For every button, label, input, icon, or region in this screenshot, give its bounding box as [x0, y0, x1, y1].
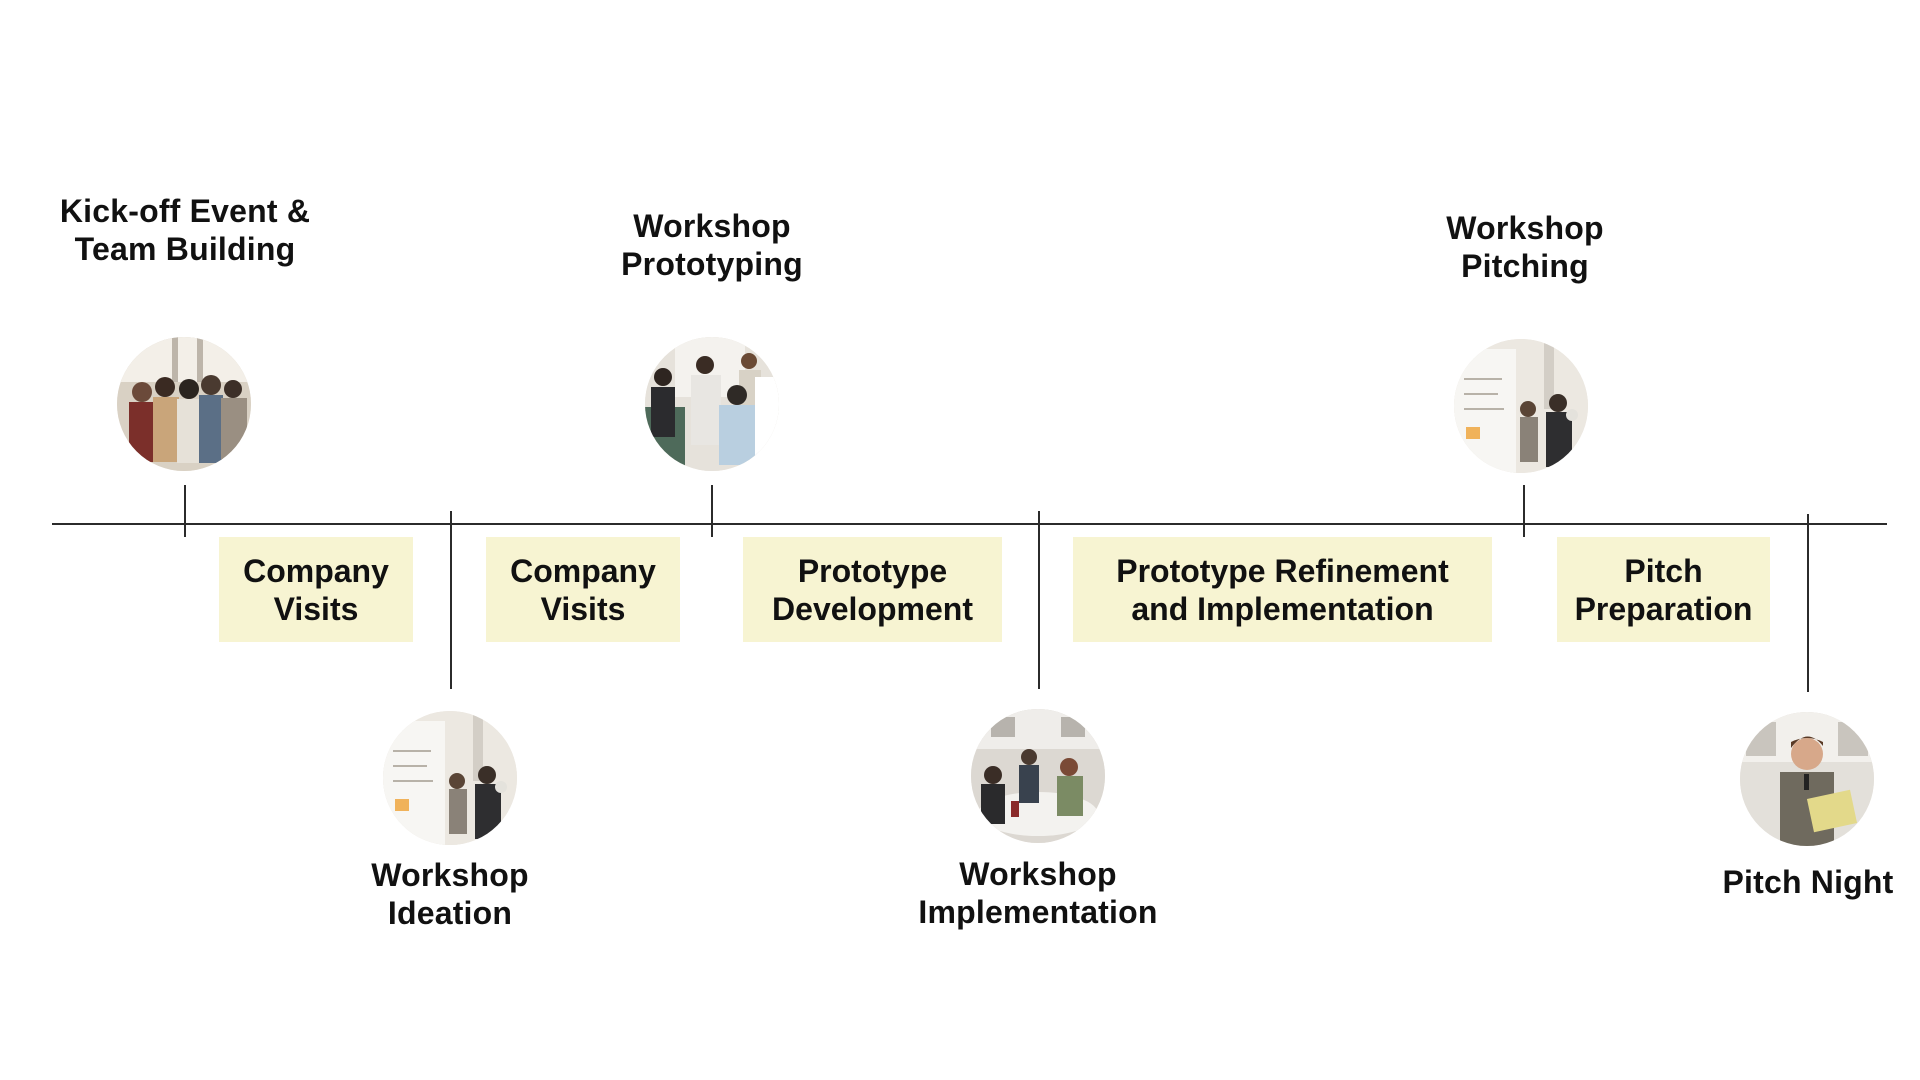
milestone-label-prototyping: Workshop Prototyping — [621, 208, 803, 282]
tick-pitch-night — [1807, 514, 1809, 692]
table-photo-icon — [971, 709, 1105, 843]
speaker-photo-icon — [1740, 712, 1874, 846]
milestone-label-ideation: Workshop Ideation — [371, 857, 529, 931]
tick-implementation — [1038, 511, 1040, 689]
tick-pitching — [1523, 485, 1525, 537]
milestone-label-pitching: Workshop Pitching — [1446, 210, 1604, 284]
timeline-axis — [52, 523, 1887, 525]
group-photo-icon — [117, 337, 251, 471]
phase-box-company-visits-1: Company Visits — [219, 537, 413, 642]
tick-prototyping — [711, 485, 713, 537]
workshop-photo-icon — [645, 337, 779, 471]
milestone-label-pitch-night: Pitch Night — [1722, 864, 1894, 900]
phase-box-prototype-development: Prototype Development — [743, 537, 1002, 642]
whiteboard-photo-icon — [1454, 339, 1588, 473]
milestone-label-kickoff: Kick-off Event & Team Building — [59, 193, 311, 267]
tick-ideation — [450, 511, 452, 689]
tick-kickoff — [184, 485, 186, 537]
whiteboard-photo-icon — [383, 711, 517, 845]
phase-box-company-visits-2: Company Visits — [486, 537, 680, 642]
milestone-label-implementation: Workshop Implementation — [918, 856, 1158, 930]
phase-box-pitch-preparation: Pitch Preparation — [1557, 537, 1770, 642]
phase-box-prototype-refinement: Prototype Refinement and Implementation — [1073, 537, 1492, 642]
